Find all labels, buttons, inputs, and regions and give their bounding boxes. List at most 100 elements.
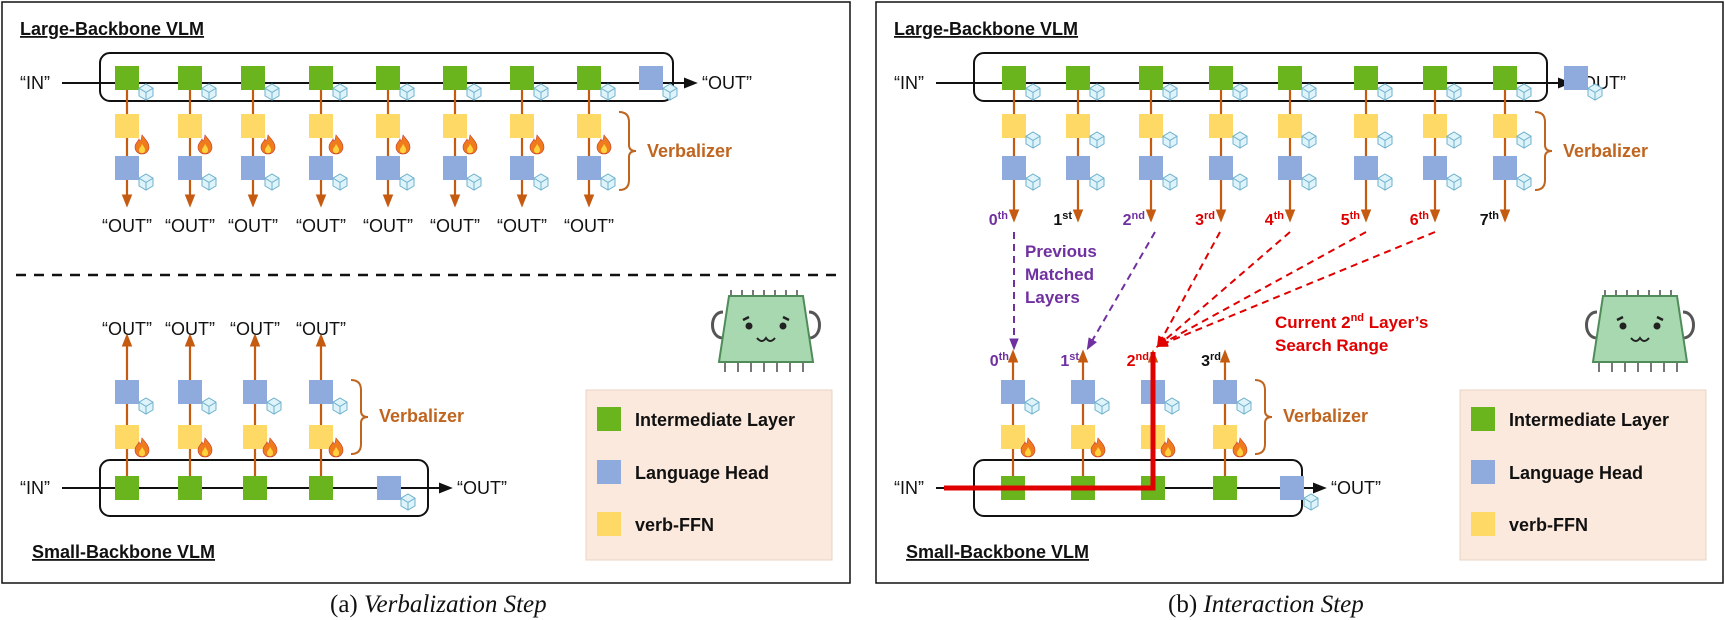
ice-cube-edge xyxy=(1446,177,1462,191)
ice-cube-edge xyxy=(600,87,616,101)
ice-cube-icon xyxy=(1516,83,1532,101)
large-out-label: “OUT” xyxy=(702,73,752,93)
verb-ffn-block xyxy=(1002,114,1026,138)
ice-cube-icon xyxy=(1377,131,1393,149)
language-head-block xyxy=(376,156,400,180)
ice-cube-icon xyxy=(1232,131,1248,149)
language-head-block xyxy=(115,156,139,180)
ice-cube-icon xyxy=(201,397,217,415)
chip-mascot-ear xyxy=(1585,310,1598,340)
intermediate-layer-block xyxy=(309,66,333,90)
verb-ffn-block xyxy=(1139,114,1163,138)
ice-cube-edge xyxy=(1301,135,1317,149)
ice-cube-icon xyxy=(1025,131,1041,149)
fire-inner xyxy=(265,144,271,153)
small-intermediate-layer-block xyxy=(243,476,267,500)
ice-cube-icon xyxy=(1164,397,1180,415)
fire-icon xyxy=(134,437,150,458)
ice-cube-edge xyxy=(1232,87,1248,101)
ice-cube-edge xyxy=(1236,401,1252,415)
large-layer-ordinal: 0th xyxy=(989,210,1009,229)
ice-cube-icon xyxy=(332,83,348,101)
ice-cube-icon xyxy=(1162,131,1178,149)
ice-cube-edge xyxy=(1301,177,1317,191)
previous-match-arrow xyxy=(1086,231,1156,351)
fire-inner xyxy=(467,144,473,153)
panel-b-large-title: Large-Backbone VLM xyxy=(894,19,1078,39)
verb-ffn-block xyxy=(376,114,400,138)
ice-cube-icon xyxy=(1025,173,1041,191)
chip-mascot-mouth xyxy=(756,336,776,342)
ice-cube-icon xyxy=(201,83,217,101)
intermediate-layer-block xyxy=(1493,66,1517,90)
panel-a-small-title: Small-Backbone VLM xyxy=(32,542,215,562)
ice-cube-icon xyxy=(1232,83,1248,101)
layer-out-label: “OUT” xyxy=(102,216,152,236)
language-head-block xyxy=(577,156,601,180)
language-head-block xyxy=(510,156,534,180)
verb-ffn-block xyxy=(443,114,467,138)
ice-cube-edge xyxy=(399,177,415,191)
fire-inner xyxy=(267,447,273,456)
ice-cube-icon xyxy=(1301,131,1317,149)
chip-mascot-ear xyxy=(1682,310,1695,340)
ice-cube-edge xyxy=(138,401,154,415)
verb-ffn-block xyxy=(115,114,139,138)
fire-inner xyxy=(202,144,208,153)
small-layer-ordinal: 0th xyxy=(990,351,1010,370)
small-intermediate-layer-block xyxy=(309,476,333,500)
fire-inner xyxy=(534,144,540,153)
layer-out-label: “OUT” xyxy=(363,216,413,236)
verb-ffn-block xyxy=(241,114,265,138)
diagram-content: “IN”“OUT”“OUT”“OUT”“OUT”“OUT”“OUT”“OUT”“… xyxy=(20,52,1707,561)
ice-cube-edge xyxy=(533,177,549,191)
ice-cube-edge xyxy=(1089,177,1105,191)
small-verbalizer-brace xyxy=(1254,379,1273,455)
ice-cube-edge xyxy=(1516,87,1532,101)
chip-mascot-ear xyxy=(808,310,821,340)
ice-cube-edge xyxy=(1446,135,1462,149)
legend-head-label: Language Head xyxy=(635,463,769,483)
search-range-arrow xyxy=(1156,231,1291,348)
chip-mascot-eye xyxy=(1619,322,1627,330)
layer-out-label: “OUT” xyxy=(497,216,547,236)
ice-cube-icon xyxy=(332,173,348,191)
verbalizer-brace xyxy=(618,111,637,191)
intermediate-layer-block xyxy=(1002,66,1026,90)
small-out-label: “OUT” xyxy=(457,478,507,498)
fire-icon xyxy=(260,134,276,155)
fire-icon xyxy=(262,437,278,458)
ice-cube-icon xyxy=(266,397,282,415)
ice-cube-edge xyxy=(264,177,280,191)
ice-cube-icon xyxy=(600,83,616,101)
large-layer-ordinal: 2nd xyxy=(1123,210,1145,229)
ice-cube-icon xyxy=(1446,83,1462,101)
legend-head-swatch xyxy=(1471,460,1495,484)
ice-cube-icon xyxy=(662,83,678,101)
ice-cube-icon xyxy=(399,83,415,101)
ice-cube-edge xyxy=(1094,401,1110,415)
ice-cube-edge xyxy=(1377,87,1393,101)
ice-cube-edge xyxy=(1164,401,1180,415)
small-layer-out-label: “OUT” xyxy=(296,319,346,339)
ice-cube-edge xyxy=(266,401,282,415)
small-language-head-block xyxy=(243,380,267,404)
small-verb-ffn-block xyxy=(1213,425,1237,449)
language-head-block xyxy=(1139,156,1163,180)
ice-cube-icon xyxy=(138,173,154,191)
intermediate-layer-block xyxy=(241,66,265,90)
final-language-head-block xyxy=(1564,66,1588,90)
ice-cube-icon xyxy=(400,493,416,511)
intermediate-layer-block xyxy=(1423,66,1447,90)
ice-cube-icon xyxy=(1446,131,1462,149)
ice-cube-icon xyxy=(1094,397,1110,415)
intermediate-layer-block xyxy=(1066,66,1090,90)
ice-cube-icon xyxy=(600,173,616,191)
large-backbone-box xyxy=(99,52,674,102)
ice-cube-icon xyxy=(138,83,154,101)
panel-a-frame xyxy=(1,1,851,584)
verb-ffn-block xyxy=(1493,114,1517,138)
verb-ffn-block xyxy=(1209,114,1233,138)
small-layer-out-label: “OUT” xyxy=(165,319,215,339)
fire-inner xyxy=(1025,447,1031,456)
